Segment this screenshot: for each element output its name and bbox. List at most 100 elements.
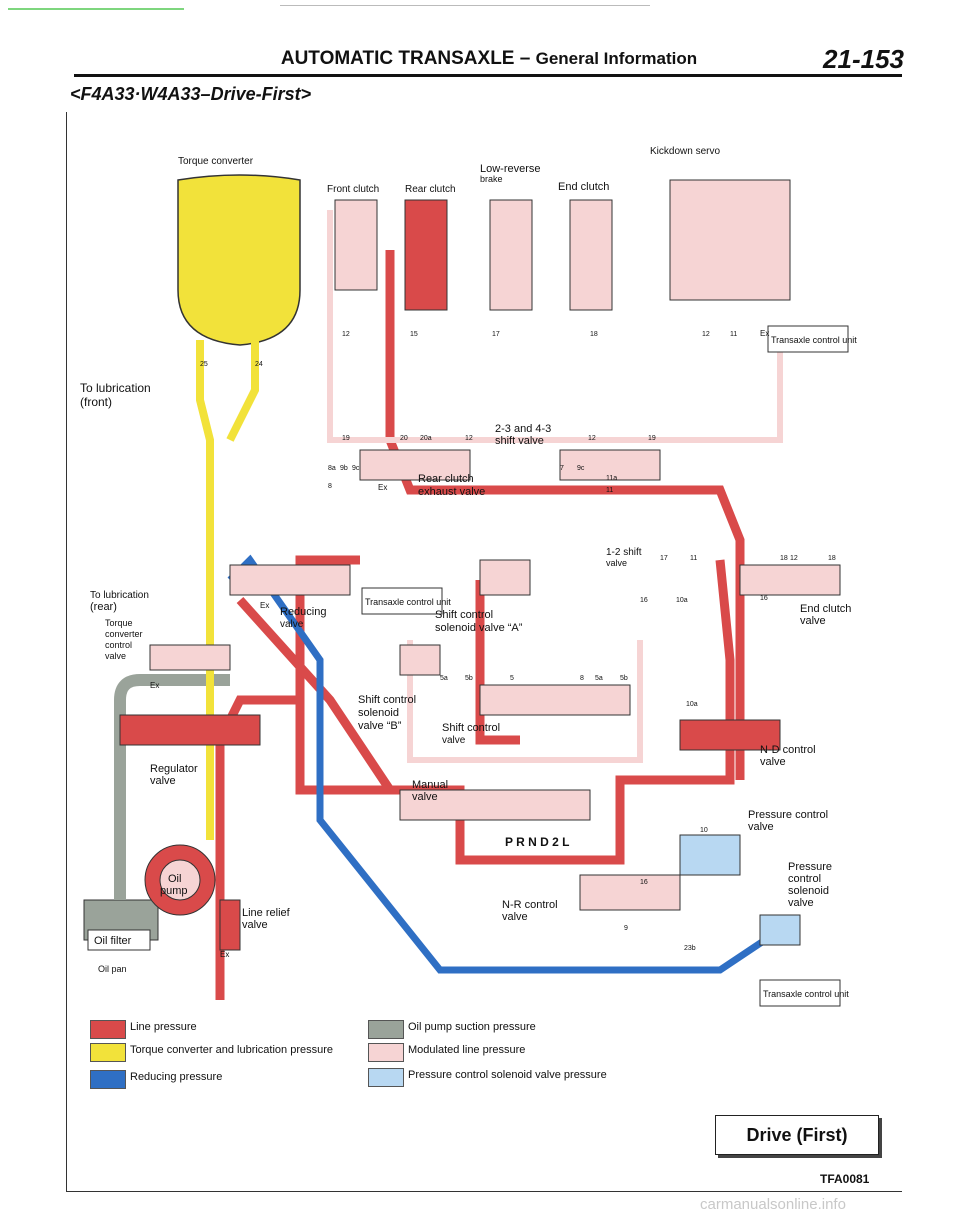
line-pressure-main xyxy=(215,559,735,1000)
label-manual-1: Manual xyxy=(412,779,448,791)
page-number: 21-153 xyxy=(823,44,904,74)
legend-label-reducing: Reducing pressure xyxy=(130,1071,223,1083)
regulator-valve xyxy=(119,714,261,746)
port-number: 20a xyxy=(420,435,432,442)
rear-clutch xyxy=(404,199,448,311)
label-1-2-shift: 1-2 shift xyxy=(606,547,642,558)
port-number: 16 xyxy=(760,595,768,602)
label-nd-control-1: N-D control xyxy=(760,744,816,756)
port-number: 15 xyxy=(410,331,418,338)
end-clutch xyxy=(569,199,613,311)
legend-swatch-pcs xyxy=(368,1068,404,1087)
shift-solenoid-b xyxy=(399,644,441,676)
port-number: 10a xyxy=(686,701,698,708)
line-pressure-branch-4 xyxy=(475,580,520,745)
legend-item: Modulated line pressure xyxy=(368,1043,628,1065)
port-number: 8a xyxy=(328,465,336,472)
legend-item: Line pressure xyxy=(90,1020,350,1042)
modulated-line-2 xyxy=(407,640,643,763)
port-number: 20 xyxy=(400,435,408,442)
left-margin-rule xyxy=(66,112,67,1192)
label-pc-solenoid-1: Pressure xyxy=(788,861,832,873)
reducing-pressure-line xyxy=(227,554,782,974)
port-number: 9c xyxy=(577,465,585,472)
legend-swatch-suction xyxy=(368,1020,404,1039)
label-shift-sol-b-1: Shift control xyxy=(358,694,416,706)
port-number: 11a xyxy=(606,475,617,482)
label-tcu-2: Transaxle control unit xyxy=(365,597,451,607)
port-number: 11 xyxy=(730,331,737,338)
label-oil-pan: Oil pan xyxy=(98,964,127,974)
hydraulic-circuit-diagram: Torque converter Front clutch Rear clutc… xyxy=(80,146,857,1007)
legend: Line pressure Torque converter and lubri… xyxy=(90,1020,610,1100)
port-number: 19 xyxy=(648,435,656,442)
label-rear-clutch: Rear clutch xyxy=(405,184,456,195)
label-brake: brake xyxy=(480,174,503,184)
port-number: 9 xyxy=(624,925,628,932)
modulated-line-1 xyxy=(327,210,783,443)
reducing-valve xyxy=(229,564,351,596)
label-line-relief-2: valve xyxy=(242,919,268,931)
label-tc-control-4: valve xyxy=(105,651,126,661)
label-shift-sol-b-3: valve “B” xyxy=(358,720,402,732)
label-ex-2: Ex xyxy=(150,681,159,690)
label-pressure-control-1: Pressure control xyxy=(748,809,828,821)
label-rear-clutch-exhaust-2: exhaust valve xyxy=(418,486,485,498)
low-reverse-brake xyxy=(489,199,533,311)
port-number: 7 xyxy=(560,465,564,472)
watermark: carmanualsonline.info xyxy=(700,1196,846,1213)
tc-feed-line xyxy=(196,340,214,840)
label-manual-2: valve xyxy=(412,791,438,803)
shift-solenoid-a xyxy=(479,559,531,596)
rear-clutch-exhaust-valve xyxy=(559,449,661,481)
port-number: 24 xyxy=(255,361,263,368)
page-header: AUTOMATIC TRANSAXLE – General Informatio… xyxy=(74,44,904,74)
port-number: 8 xyxy=(580,675,584,682)
label-ex-4: Ex xyxy=(760,329,769,338)
port-number: 12 xyxy=(588,435,596,442)
label-tcu-1: Transaxle control unit xyxy=(771,335,857,345)
legend-swatch-modulated xyxy=(368,1043,404,1062)
port-number: 8 xyxy=(328,483,332,490)
label-tcu-3: Transaxle control unit xyxy=(763,989,849,999)
port-number: 5a xyxy=(595,675,603,682)
shift-control-valve xyxy=(479,684,631,716)
port-number: 23b xyxy=(684,945,696,952)
title-dash: – xyxy=(514,48,536,69)
model-designation: <F4A33·W4A33–Drive-First> xyxy=(70,84,312,104)
port-number: 25 xyxy=(200,361,208,368)
legend-item: Pressure control solenoid valve pressure xyxy=(368,1068,628,1090)
manual-valve xyxy=(399,789,591,821)
label-tc-control-3: control xyxy=(105,640,132,650)
port-number: 11 xyxy=(690,555,697,562)
title-sub: General Information xyxy=(535,49,698,68)
label-tc-control-1: Torque xyxy=(105,618,133,628)
port-number: 5 xyxy=(510,675,514,682)
top-gray-line xyxy=(280,5,650,6)
legend-swatch-line xyxy=(90,1020,126,1039)
port-number: 5a xyxy=(440,675,448,682)
label-end-clutch-valve-1: End clutch xyxy=(800,603,851,615)
label-torque-converter: Torque converter xyxy=(178,156,254,167)
torque-converter xyxy=(177,174,301,346)
label-prnd: P R N D 2 L xyxy=(505,835,569,849)
port-number: 5b xyxy=(465,675,473,682)
line-relief-valve xyxy=(219,899,241,951)
port-number: 12 xyxy=(342,331,350,338)
port-number: 18 xyxy=(780,555,788,562)
label-nr-control-1: N-R control xyxy=(502,899,558,911)
label-2-3-valve: 2-3 and 4-3 xyxy=(495,423,551,435)
port-number: 9c xyxy=(352,465,360,472)
title-main: AUTOMATIC TRANSAXLE xyxy=(280,48,515,69)
page-title: AUTOMATIC TRANSAXLE – General Informatio… xyxy=(74,48,904,70)
label-shift-control-1: Shift control xyxy=(442,722,500,734)
legend-item: Torque converter and lubrication pressur… xyxy=(90,1043,350,1065)
line-pressure-branch-2 xyxy=(295,555,360,790)
label-to-lub-rear-1: To lubrication xyxy=(90,590,149,601)
header-rule xyxy=(74,74,902,77)
port-number: 17 xyxy=(660,555,668,562)
legend-item: Oil pump suction pressure xyxy=(368,1020,628,1042)
tcu-box-3 xyxy=(759,979,841,1007)
port-number: 18 xyxy=(828,555,836,562)
port-number: 17 xyxy=(492,331,500,338)
